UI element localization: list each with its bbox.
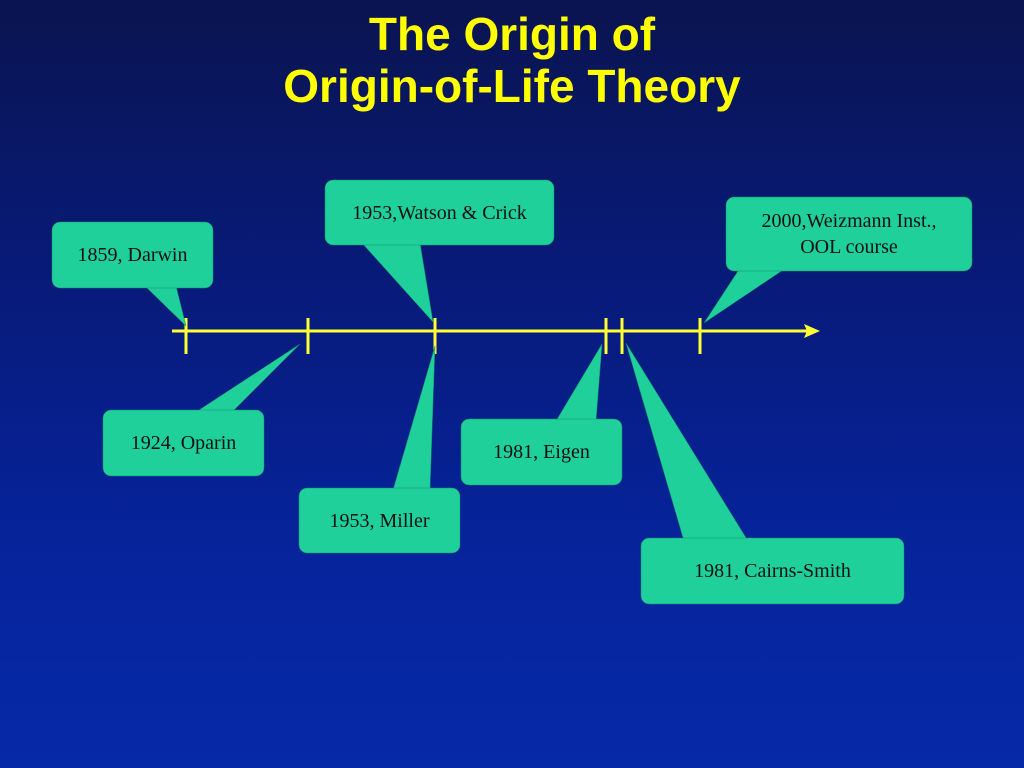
callout-miller-box — [298, 487, 461, 554]
event-label-oparin: 1924, Oparin — [130, 432, 237, 454]
slide-title: The Origin of Origin-of-Life Theory — [0, 8, 1024, 112]
event-label-miller: 1953, Miller — [329, 509, 430, 532]
callout-darwin — [51, 221, 214, 327]
callout-oparin-box — [102, 409, 265, 477]
event-label-eigen: 1981, Eigen — [493, 441, 590, 463]
callout-watson-crick-box — [324, 179, 555, 246]
callout-darwin-pointer — [144, 285, 187, 327]
callout-eigen-box — [460, 418, 623, 486]
callout-watson-crick-pointer — [361, 242, 434, 323]
event-label-weizmann: 2000,Weizmann Inst., OOL course — [761, 210, 937, 258]
callout-oparin-pointer — [195, 343, 301, 413]
event-label-darwin: 1859, Darwin — [77, 244, 188, 266]
timeline — [172, 318, 820, 354]
callout-weizmann-box — [725, 196, 973, 272]
callout-weizmann-pointer — [703, 267, 787, 324]
timeline-arrowhead — [804, 324, 820, 338]
callout-cairns-smith-box — [640, 537, 905, 605]
callout-watson-crick — [324, 179, 555, 323]
callout-weizmann — [703, 196, 973, 324]
callout-darwin-box — [51, 221, 214, 289]
callout-cairns-smith — [625, 342, 905, 605]
callout-cairns-smith-pointer — [625, 342, 749, 542]
callout-oparin — [102, 343, 301, 477]
event-label-cairns-smith: 1981, Cairns-Smith — [694, 560, 851, 582]
callout-eigen-pointer — [555, 343, 603, 422]
event-label-watson-crick: 1953,Watson & Crick — [352, 202, 527, 224]
title-line-1: The Origin of — [368, 8, 656, 60]
callout-miller-pointer — [392, 345, 436, 491]
callout-miller — [298, 345, 461, 554]
title-line-2: Origin-of-Life Theory — [283, 60, 741, 112]
callout-eigen — [460, 343, 623, 486]
